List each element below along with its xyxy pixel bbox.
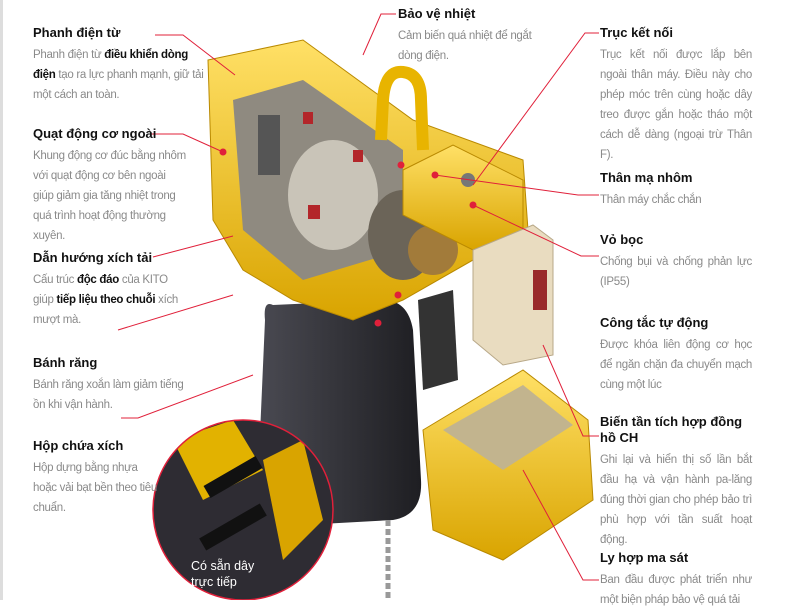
annotation-clutch: Ly hợp ma sát Ban đầu được phát triển nh… [600,550,752,610]
text: của KITO giúp [33,274,168,306]
text-bold: tiếp liệu theo chuỗi [56,294,156,306]
annotation-inverter: Biến tần tích hợp đồng hồ CH Ghi lại và … [600,414,752,550]
text: tạo ra lực phanh mạnh, giữ tải một cách … [33,69,204,101]
switch-body: Được khóa liên động cơ học để ngăn chặn … [600,339,752,391]
left-annotations: Phanh điện từ Phanh điện từ điều khiển d… [33,25,213,518]
annotation-chain-guide: Dẫn hướng xích tải Cấu trúc độc đáo của … [33,250,188,355]
annotation-shaft: Trục kết nối Trục kết nối được lắp bên n… [600,25,752,170]
gear-body: Bánh răng xoắn làm giảm tiếng ồn khi vận… [33,379,184,411]
chain-container-body: Hộp dựng bằng nhựa hoặc vải bạt bền theo… [33,462,157,514]
shaft-title: Trục kết nối [600,25,673,40]
annotation-cover: Vỏ bọc Chống bụi và chống phản lực (IP55… [600,232,752,315]
hoist-illustration [152,39,594,600]
fan-title: Quạt động cơ ngoài [33,126,157,141]
motor-body [207,39,529,321]
cover-body: Chống bụi và chống phản lực (IP55) [600,256,752,288]
brake-title: Phanh điện từ [33,25,121,40]
right-annotations: Trục kết nối Trục kết nối được lắp bên n… [600,25,752,610]
aluminum-body-title: Thân mạ nhôm [600,170,693,185]
chain-guide-body: Cấu trúc độc đáo của KITO giúp tiếp liệu… [33,270,188,330]
gear-title: Bánh răng [33,355,98,370]
inverter-body: Ghi lại và hiển thị số lần bắt đầu hạ và… [600,454,752,546]
text: Cấu trúc [33,274,77,286]
annotation-brake: Phanh điện từ Phanh điện từ điều khiển d… [33,25,208,126]
inset-magnifier [153,420,333,600]
annotation-aluminum-body: Thân mạ nhôm Thân máy chắc chắn [600,170,752,232]
heatsink [418,290,458,390]
text-bold: độc đáo [76,274,119,286]
annotation-fan: Quạt động cơ ngoài Khung động cơ đúc bằn… [33,126,188,250]
chain-guide-title: Dẫn hướng xích tải [33,250,153,265]
inverter-title: Biến tần tích hợp đồng hồ CH [600,414,743,445]
inverter-box [472,224,554,366]
thermal-body: Cảm biến quá nhiệt để ngắt dòng điện. [398,30,532,62]
lower-cover-box [422,369,594,561]
clutch-title: Ly hợp ma sát [600,550,689,565]
inset-border [152,419,334,600]
brake-body: Phanh điện từ điều khiển dòng điện tạo r… [33,45,208,105]
cover-title: Vỏ bọc [600,232,644,247]
text: Phanh điện từ [33,49,105,61]
annotation-gear: Bánh răng Bánh răng xoắn làm giảm tiếng … [33,355,193,438]
clutch-body: Ban đầu được phát triển như một biện phá… [600,574,752,606]
shaft-body: Trục kết nối được lắp bên ngoài thân máy… [600,49,752,161]
thermal-title: Bảo vệ nhiệt [398,6,476,21]
fan-body: Khung động cơ đúc bằng nhôm với quạt độn… [33,150,186,242]
annotation-chain-container: Hộp chứa xích Hộp dựng bằng nhựa hoặc vả… [33,438,161,518]
inset-label: Có sẵn dây trực tiếp [191,559,255,589]
chain-container-title: Hộp chứa xích [33,438,124,453]
annotation-switch: Công tắc tự động Được khóa liên động cơ … [600,315,752,414]
aluminum-body-body: Thân máy chắc chắn [600,194,702,206]
switch-title: Công tắc tự động [600,315,709,330]
annotation-thermal: Bảo vệ nhiệt Cảm biến quá nhiệt để ngắt … [398,6,538,66]
hook-ring [375,65,429,151]
